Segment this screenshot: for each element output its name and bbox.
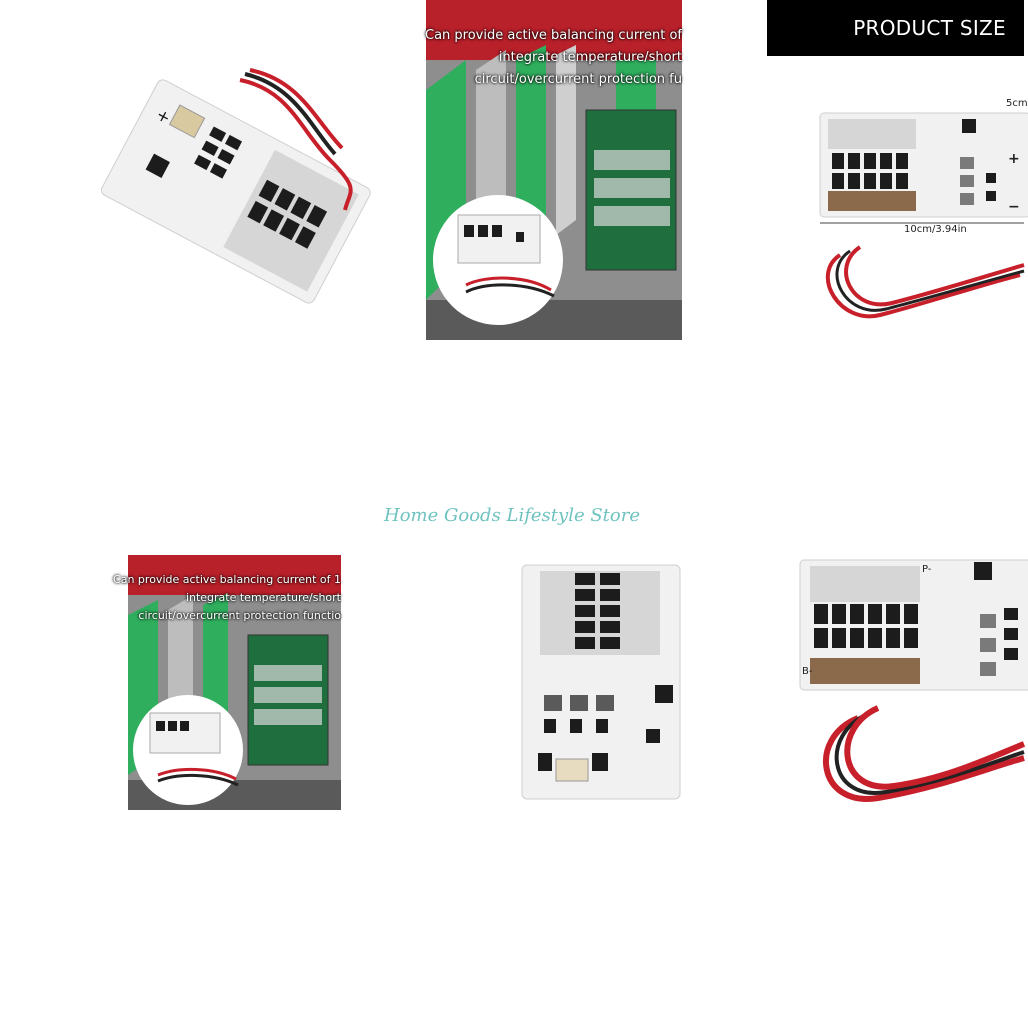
install-photo-bottom: Can provide active balancing current of … [113, 555, 341, 810]
product-photo-angled: + [100, 50, 371, 330]
install-photo-top: Can provide active balancing current of … [425, 0, 682, 340]
product-photo-with-wires: P- B- [798, 558, 1028, 820]
p-minus-mark: P- [922, 564, 932, 575]
store-name: Home Goods Lifestyle Store [384, 505, 640, 526]
caption-line-2: integrate temperature/short [498, 50, 682, 65]
product-size-diagram: 5cm 10cm/3.94in + − [800, 95, 1028, 335]
caption-line-3: circuit/overcurrent protection fu [474, 72, 682, 87]
size-length-label: 10cm/3.94in [904, 224, 967, 235]
plus-terminal-mark: + [1008, 151, 1020, 167]
caption-b-line-2: integrate temperature/short [185, 591, 341, 604]
size-height-label: 5cm [1006, 98, 1028, 109]
product-photo-vertical [520, 563, 682, 801]
minus-terminal-mark: − [1008, 199, 1020, 215]
b-minus-mark: B- [802, 666, 813, 677]
caption-b-line-1: Can provide active balancing current of … [113, 573, 341, 586]
caption-b-line-3: circuit/overcurrent protection functio [138, 609, 341, 622]
caption-line-1: Can provide active balancing current of [425, 28, 682, 43]
product-size-banner: PRODUCT SIZE [767, 0, 1024, 56]
